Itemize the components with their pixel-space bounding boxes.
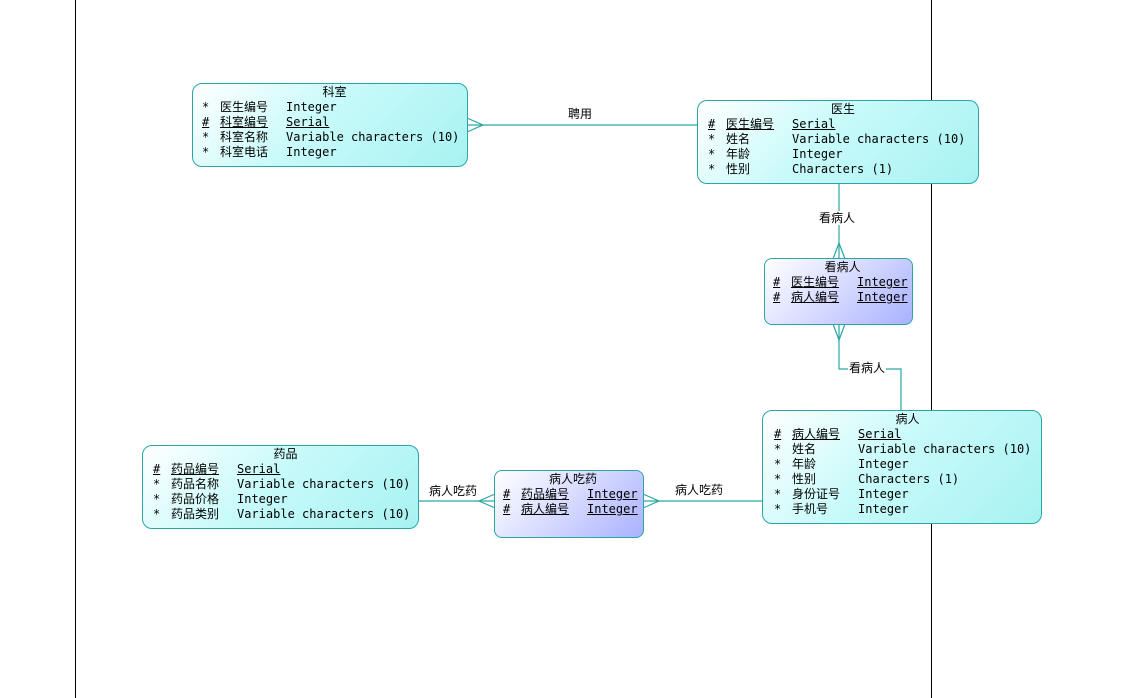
- relationship-label-chiyao-right: 病人吃药: [674, 483, 725, 497]
- entity-title: 医生: [830, 102, 855, 116]
- crowfoot-kanbingren-top: [832, 241, 846, 260]
- entity-title: 药品: [273, 447, 298, 461]
- crowfoot-chiyao-left: [477, 493, 496, 509]
- relationship-label-chiyao-left: 病人吃药: [428, 484, 479, 498]
- relationship-label-kanbingren-bottom: 看病人: [848, 361, 887, 375]
- relationship-label-kanbingren-top: 看病人: [818, 211, 857, 225]
- entity-title: 病人: [895, 412, 920, 426]
- entity-title: 科室: [322, 85, 347, 99]
- crowfoot-chiyao-right: [642, 493, 661, 509]
- crowfoot-kanbingren-bottom: [832, 323, 846, 342]
- relationship-label-pinyong: 聘用: [567, 107, 594, 121]
- page-border-right: [931, 0, 932, 698]
- page-border-left: [75, 0, 76, 698]
- crowfoot-keshi: [466, 117, 485, 133]
- entity-title: 看病人: [824, 260, 861, 274]
- entity-title: 病人吃药: [548, 472, 597, 486]
